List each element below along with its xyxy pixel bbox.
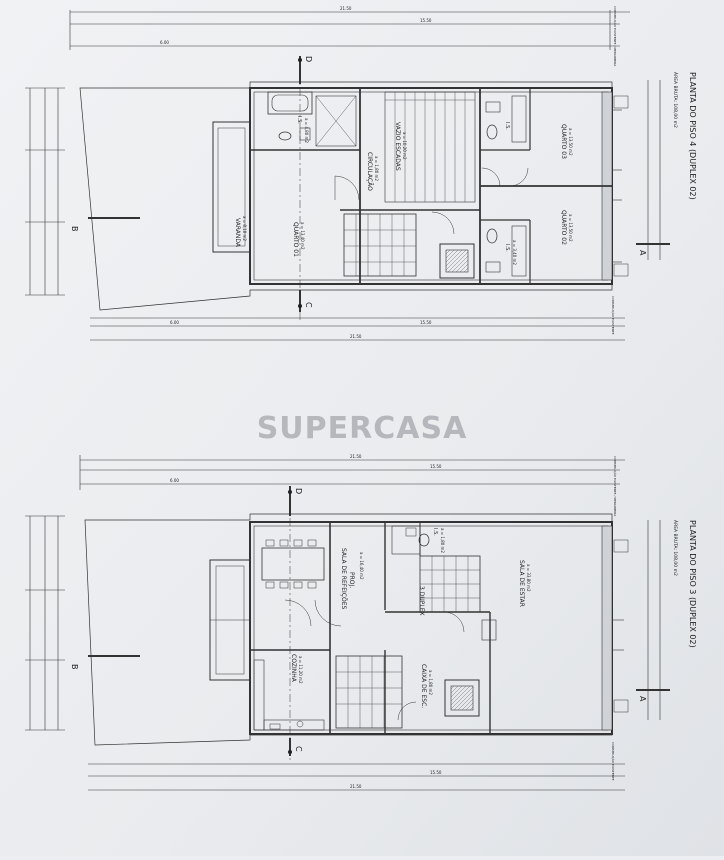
bottom-section-a: A [638, 696, 647, 702]
top-section-c: C [304, 302, 313, 308]
bottom-room-cozinha-area: a = 11,20 m2 [298, 656, 303, 684]
top-section-d: D [304, 56, 313, 62]
top-room-is1: I.S. [296, 116, 302, 124]
bottom-section-b: B [70, 664, 79, 670]
top-room-quarto1: QUARTO 01 [292, 222, 299, 257]
bottom-room-proj: PROJ. [348, 572, 355, 588]
top-room-quarto3: QUARTO 03 [560, 124, 567, 159]
bottom-room-caixa-esc: CAIXA DE ESC. [420, 664, 427, 708]
top-note-1: CONSTRUÇÃO EXISTENTE / MEDIANEIRA [613, 6, 618, 67]
bottom-room-sala-refeicoes: SALA DE REFEIÇÕES [340, 548, 347, 610]
top-section-a: A [638, 250, 647, 256]
top-dim-d3: 6.00 [160, 40, 169, 45]
bottom-room-sala-refeicoes-area: a = 16,40 m2 [359, 552, 364, 580]
top-room-quarto3-area: a = 13,50 m2 [568, 128, 573, 156]
top-room-varanda: VARANDA [234, 218, 241, 248]
top-room-quarto1-area: a = 13,40 m2 [300, 222, 305, 250]
bottom-note-2: CONSTRUÇÃO EXISTENTE [611, 742, 616, 781]
top-dim-d6: 6.00 [170, 320, 179, 325]
top-plan-area: ÁREA BRUTA: 108,00 m2 [672, 72, 679, 128]
bottom-room-caixa-esc-area: a = 1,80 m2 [428, 670, 433, 695]
top-plan-title: PLANTA DO PISO 4 (DUPLEX 02) [688, 72, 697, 200]
top-dim-d4: 15.50 [420, 320, 432, 325]
top-room-is1-area: a = 4,80 m2 [304, 118, 309, 143]
bottom-plan-title: PLANTA DO PISO 3 (DUPLEX 02) [688, 520, 697, 648]
top-room-vazio: VAZIO ESCADAS [394, 122, 401, 171]
top-room-is3-area: a = 3,40 m2 [512, 240, 517, 265]
plan-bottom [25, 455, 670, 791]
bottom-plan-area: ÁREA BRUTA: 108,00 m2 [672, 520, 679, 576]
bottom-dim-d1: 21.50 [350, 454, 362, 459]
bottom-note-1: CONSTRUÇÃO EXISTENTE / MEDIANEIRA [613, 456, 618, 517]
bottom-room-duplex: 3 DUPLEX [418, 586, 425, 616]
bottom-dim-d2: 15.50 [430, 464, 442, 469]
top-dim-d5: 21.50 [350, 334, 362, 339]
top-room-is2: I.S. [504, 122, 510, 130]
top-note-2: CONSTRUÇÃO EXISTENTE [611, 296, 616, 335]
top-dim-d2: 15.50 [420, 18, 432, 23]
bottom-dim-d3: 6.00 [170, 478, 179, 483]
top-dim-d1: 21.50 [340, 6, 352, 11]
bottom-room-is1-area: a = 1,80 m2 [440, 528, 445, 553]
bottom-section-d: D [294, 488, 303, 494]
bottom-dim-d5: 21.50 [350, 784, 362, 789]
plan-top [25, 10, 670, 341]
bottom-section-c: C [294, 746, 303, 752]
top-room-varanda-area: a = 8,10 m2 [242, 216, 247, 241]
top-room-quarto2: QUARTO 02 [560, 210, 567, 245]
bottom-room-is1: I.S. [432, 528, 438, 536]
top-room-circulacao-area: a = 1,80 m2 [374, 156, 379, 181]
top-room-vazio-area: a = 10,20 m2 [402, 132, 407, 160]
top-section-b: B [70, 226, 79, 232]
bottom-room-sala-estar-area: a = 33,80 m2 [526, 564, 531, 592]
top-room-is3: I.S. [504, 244, 510, 252]
bottom-room-cozinha: COZINHA [290, 654, 297, 683]
top-room-circulacao: CIRCULAÇÃO [366, 152, 373, 191]
watermark: SUPERCASA [257, 411, 468, 446]
top-room-quarto2-area: a = 13,50 m2 [568, 214, 573, 242]
bottom-room-sala-estar: SALA DE ESTAR [518, 560, 525, 607]
bottom-dim-d4: 15.50 [430, 770, 442, 775]
